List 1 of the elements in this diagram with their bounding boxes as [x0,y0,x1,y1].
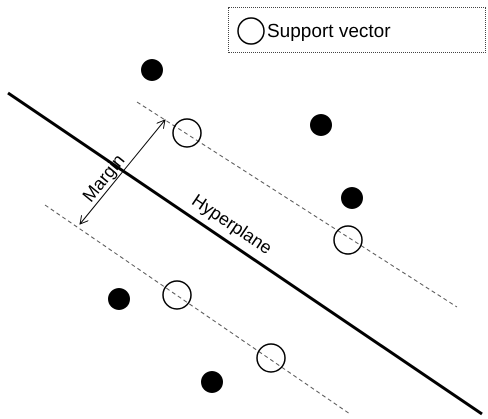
legend-label: Support vector [267,22,391,40]
